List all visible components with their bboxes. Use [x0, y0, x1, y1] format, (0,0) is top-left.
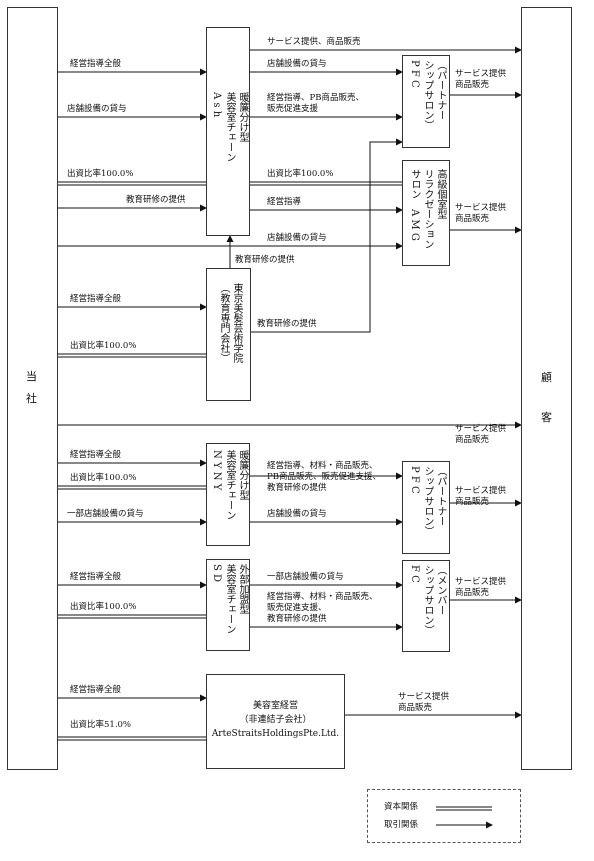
company-label: 当 社	[26, 370, 37, 405]
amg-box: 高級個室型 リラクゼーション サロン A M G	[402, 160, 450, 266]
label-guidance-amg: 経営指導	[267, 197, 302, 207]
label-training-ash: 教育研修の提供	[126, 195, 186, 205]
label-management-guidance-arte: 経営指導全般	[70, 685, 122, 695]
label-store-equipment-pfc1: 店舗設備の貸与	[267, 59, 327, 69]
school-box: 東京美髪芸術学院 （教育専門会社）	[206, 268, 251, 401]
label-partial-equipment-nyny: 一部店舗設備の貸与	[67, 509, 144, 519]
label-partial-equipment-fc: 一部店舗設備の貸与	[267, 572, 344, 582]
sd-chain-box: 外部加盟型 美容室チェーン S D	[206, 559, 250, 651]
label-management-guidance-nyny: 経営指導全般	[70, 450, 122, 460]
label-management-guidance-school: 経営指導全般	[70, 294, 122, 304]
label-guidance-materials-fc: 経営指導、材料・商品販売、 販売促進支援、 教育研修の提供	[267, 592, 378, 624]
pfc-label-1: （パートナー シップサロン） P F C	[409, 60, 446, 130]
sd-chain-label: 外部加盟型 美容室チェーン S D	[211, 564, 248, 634]
customer-box: 顧 客	[521, 7, 572, 770]
label-store-equipment-ash: 店舗設備の貸与	[67, 104, 127, 114]
legend-capital-label: 資本関係	[384, 802, 419, 812]
amg-label: 高級個室型 リラクゼーション サロン A M G	[409, 169, 446, 249]
label-service-sales-fc: サービス提供 商品販売	[455, 577, 507, 598]
label-service-sales-amg: サービス提供 商品販売	[455, 203, 507, 224]
label-guidance-pb-pfc1: 経営指導、PB商品販売、 販売促進支援	[267, 93, 364, 114]
label-service-sales-top: サービス提供、商品販売	[267, 37, 361, 47]
label-management-guidance-ash: 経営指導全般	[70, 59, 122, 69]
fc-box: （メンバー シップサロン） F C	[402, 560, 450, 652]
label-service-sales-direct: サービス提供 商品販売	[455, 424, 507, 445]
pfc-box-2: （パートナー シップサロン） P F C	[402, 461, 450, 554]
school-label: 東京美髪芸術学院 （教育専門会社）	[218, 283, 242, 363]
arte-label: 美容室経営 （非連結子会社） ArteStraitsHoldingsPte.Lt…	[211, 701, 340, 739]
label-training-school-ash: 教育研修の提供	[235, 255, 295, 265]
nyny-chain-box: 暖簾分け型 美容室チェーン N Y N Y	[206, 443, 250, 546]
label-capital-sd: 出資比率100.0%	[70, 602, 137, 612]
customer-label: 顧 客	[541, 371, 552, 424]
label-management-guidance-sd: 経営指導全般	[70, 572, 122, 582]
company-box: 当 社	[7, 7, 58, 770]
pfc-box-1: （パートナー シップサロン） P F C	[402, 55, 450, 148]
label-service-sales-pfc2: サービス提供 商品販売	[455, 486, 507, 507]
pfc-label-2: （パートナー シップサロン） P F C	[409, 466, 446, 536]
ash-chain-label: 暖簾分け型 美容室チェーン A s h	[211, 92, 248, 162]
arte-box: 美容室経営 （非連結子会社） ArteStraitsHoldingsPte.Lt…	[206, 674, 345, 769]
fc-label: （メンバー シップサロン） F C	[409, 565, 446, 635]
label-training-school-pfc: 教育研修の提供	[257, 319, 317, 329]
label-service-sales-pfc1: サービス提供 商品販売	[455, 69, 507, 90]
legend-box: 資本関係 取引関係	[367, 789, 521, 843]
label-capital-nyny: 出資比率100.0%	[70, 473, 137, 483]
label-capital-amg: 出資比率100.0%	[267, 169, 334, 179]
label-capital-arte: 出資比率51.0%	[70, 720, 132, 730]
label-store-equipment-amg: 店舗設備の貸与	[267, 233, 327, 243]
label-capital-ash: 出資比率100.0%	[67, 169, 134, 179]
label-store-equipment-pfc2: 店舗設備の貸与	[267, 509, 327, 519]
nyny-chain-label: 暖簾分け型 美容室チェーン N Y N Y	[211, 450, 248, 520]
label-service-sales-arte: サービス提供 商品販売	[398, 692, 450, 713]
label-capital-school: 出資比率100.0%	[70, 341, 137, 351]
label-guidance-materials-pfc2: 経営指導、材料・商品販売、 PB商品販売、販売促進支援、 教育研修の提供	[267, 461, 381, 493]
legend-trade-label: 取引関係	[384, 820, 419, 830]
ash-chain-box: 暖簾分け型 美容室チェーン A s h	[206, 27, 250, 236]
